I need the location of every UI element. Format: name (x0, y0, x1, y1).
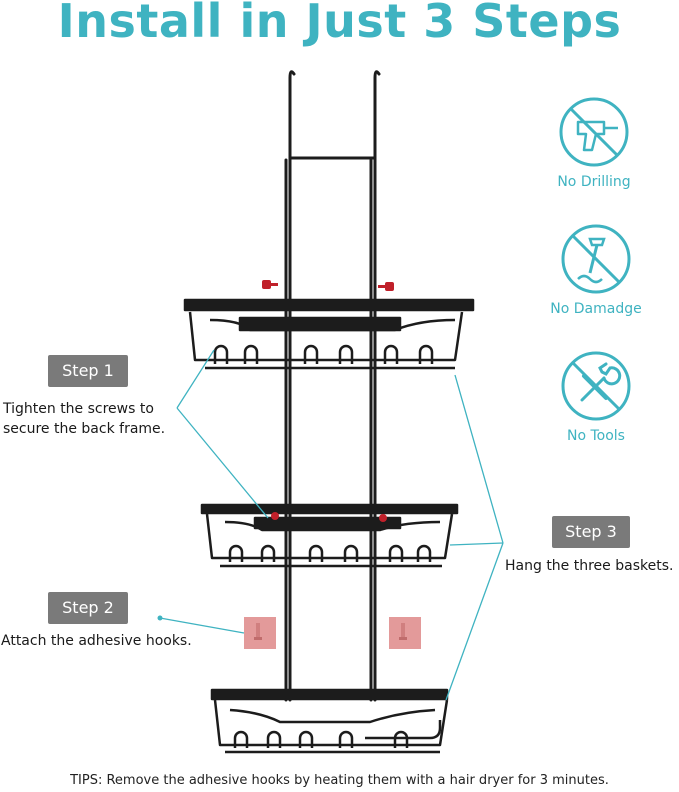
no-tools-label: No Tools (567, 428, 625, 444)
feature-no-drilling: No Drilling (529, 96, 659, 190)
step-1-badge: Step 1 (48, 355, 128, 387)
no-drilling-icon (559, 97, 629, 167)
no-damage-label: No Damadge (550, 301, 642, 317)
no-damage-icon (561, 224, 631, 294)
feature-no-damage: No Damadge (531, 223, 661, 317)
no-drilling-label: No Drilling (557, 174, 631, 190)
adhesive-hooks (244, 617, 421, 649)
page-title: Install in Just 3 Steps (57, 0, 622, 48)
caddy-frame (284, 70, 381, 702)
basket-top (183, 298, 475, 370)
step-1-line-2: secure the back frame. (3, 421, 166, 437)
step-2-badge: Step 2 (48, 592, 128, 624)
step-2-text: Attach the adhesive hooks. (1, 633, 192, 649)
step-3-text: Hang the three baskets. (505, 558, 674, 574)
screws (262, 280, 394, 522)
feature-no-tools: No Tools (531, 350, 661, 444)
tips-text: TIPS: Remove the adhesive hooks by heati… (70, 773, 609, 788)
no-tools-icon (561, 351, 631, 421)
step-1-line-1: Tighten the screws to (3, 401, 154, 417)
callout-lines (157, 349, 504, 701)
step-1-text: Tighten the screws to secure the back fr… (3, 399, 183, 439)
basket-bottom (210, 688, 449, 754)
basket-middle (200, 503, 459, 568)
step-3-badge: Step 3 (552, 516, 630, 548)
